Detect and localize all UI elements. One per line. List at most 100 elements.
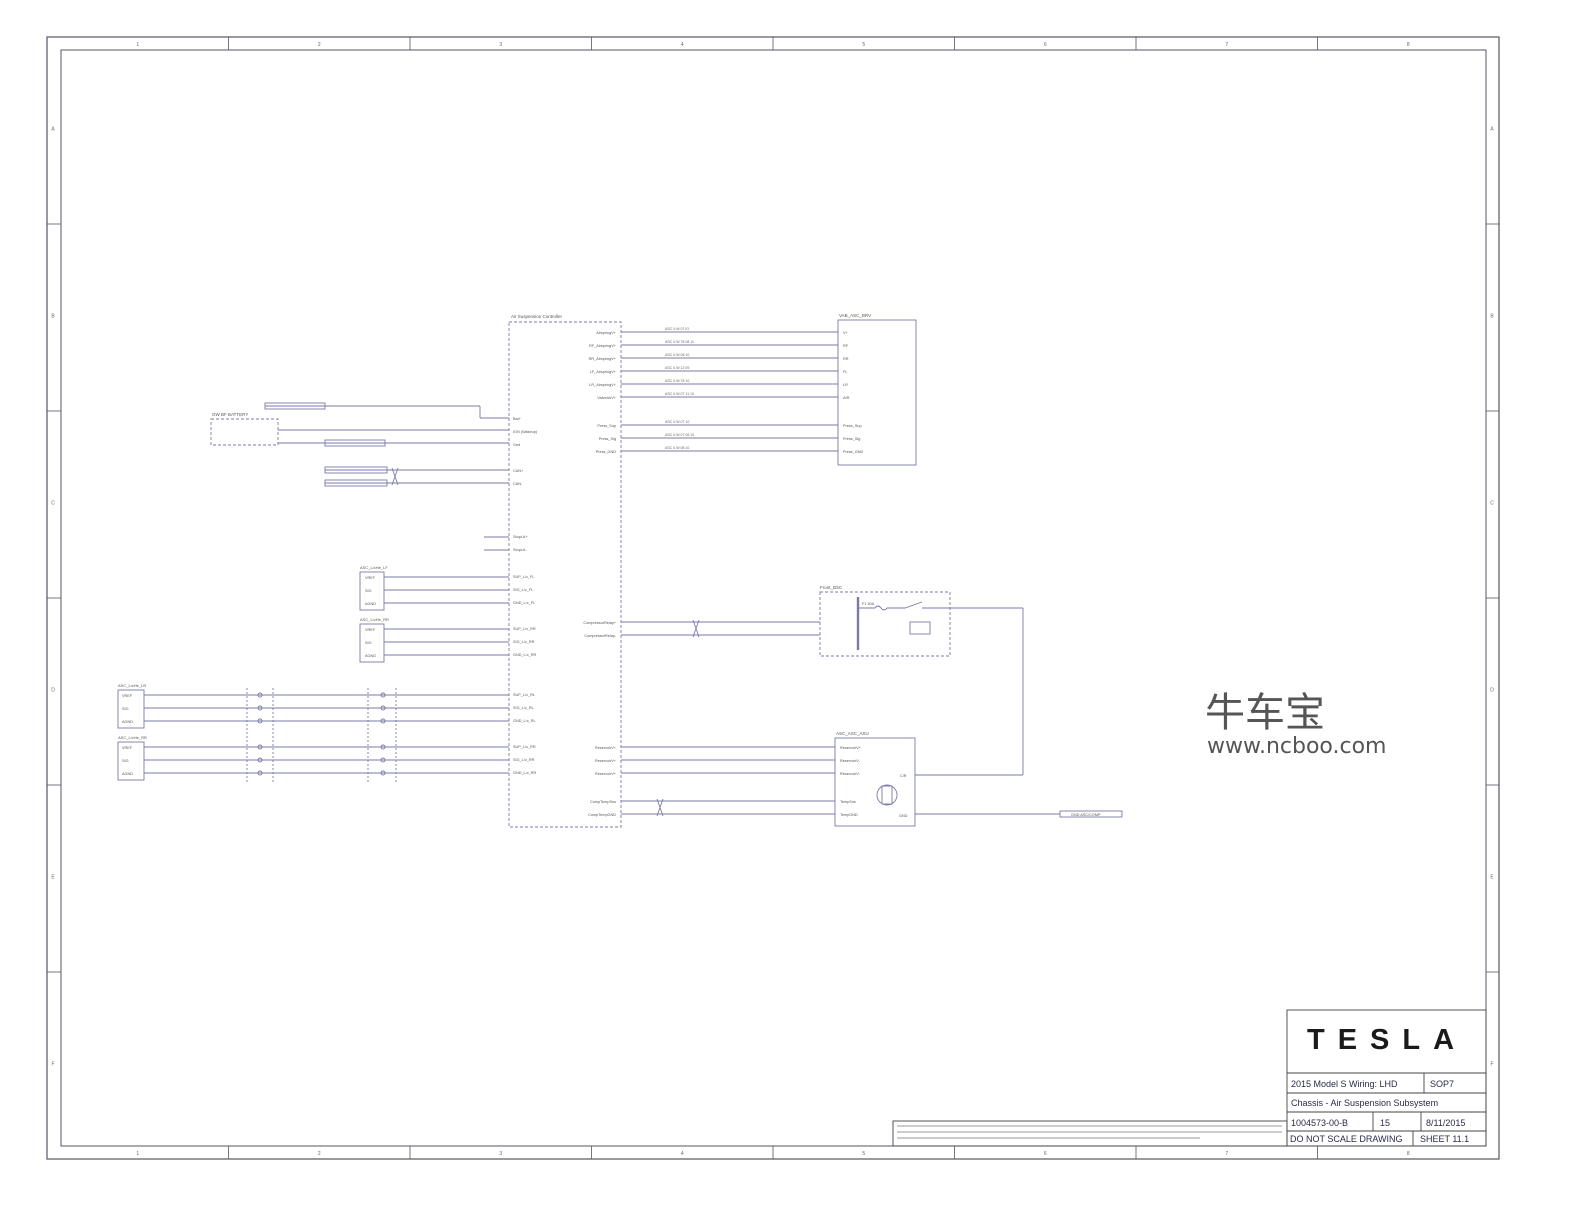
height-sensor-lr: ASC_L/cHe_LR VREF SIG AGND [117, 683, 509, 729]
relay-box [819, 591, 951, 657]
motor-gnd-label: GND [899, 814, 908, 818]
svg-text:AGND: AGND [365, 654, 376, 658]
title-block-frame [892, 1009, 1487, 1147]
valve-block-title: VAB_ASC_BRV [839, 313, 871, 318]
row-label: F [51, 1062, 54, 1068]
svg-text:ASC 0-W 08 10: ASC 0-W 08 10 [665, 353, 689, 357]
valve-signal-5: ValveAirV+ [597, 396, 616, 400]
svg-text:CAN+: CAN+ [513, 469, 524, 473]
pressure-signal-1: Press_Sig [599, 437, 616, 441]
column-label: 1 [136, 1151, 139, 1157]
valve-signal-4: LR_AirspringV+ [589, 383, 616, 387]
svg-text:RF: RF [843, 344, 849, 348]
relay-signal-0: CompressorRelay+ [583, 621, 616, 625]
svg-text:FL: FL [843, 370, 847, 374]
svg-text:ASC_L/cHe_LF: ASC_L/cHe_LF [360, 565, 388, 570]
svg-text:SIG: SIG [122, 759, 129, 763]
comp-signal-3: CompTempSns [590, 800, 616, 804]
height-sensor-rr2: ASC_L/cHe_RR VREF SIG AGND [117, 735, 509, 781]
part-number: 1004573-00-B [1291, 1118, 1349, 1128]
sheet-number: SHEET 11.1 [1420, 1134, 1470, 1144]
row-label: A [1490, 127, 1494, 133]
svg-text:ReservoirV-: ReservoirV- [840, 759, 861, 763]
motor-label: C/R [900, 774, 907, 778]
svg-text:SIG_L/c_RR: SIG_L/c_RR [513, 640, 535, 644]
svg-text:SIG_L/c_FL: SIG_L/c_FL [513, 588, 533, 592]
row-label: F [1490, 1062, 1493, 1068]
svg-text:SUP_L/c_RR: SUP_L/c_RR [513, 745, 536, 749]
comp-signal-2: ReservoirV+ [595, 772, 617, 776]
svg-text:Press_GND: Press_GND [843, 450, 864, 454]
svg-text:LR: LR [843, 383, 848, 387]
svg-text:SIG: SIG [365, 589, 372, 593]
sheet-title: Chassis - Air Suspension Subsystem [1291, 1098, 1439, 1108]
row-label: B [1490, 314, 1494, 320]
svg-text:ASC 0-W 07 08 10: ASC 0-W 07 08 10 [665, 433, 694, 437]
svg-text:VREF: VREF [365, 576, 376, 580]
valve-wires [621, 331, 838, 452]
svg-text:SUP_L/c_RL: SUP_L/c_RL [513, 693, 535, 697]
fuse-label: F1 50A [862, 602, 875, 606]
compressor-title: ASC_ASC_ASU [836, 731, 869, 736]
svg-text:Press_Sup: Press_Sup [843, 424, 862, 428]
valve-signal-3: LF_AirspringV+ [590, 370, 617, 374]
svg-text:AGND: AGND [122, 772, 133, 776]
column-label: 1 [136, 42, 139, 48]
scale-note: DO NOT SCALE DRAWING [1290, 1134, 1403, 1144]
watermark-url: www.ncboo.com [1207, 734, 1387, 759]
svg-text:ASC_L/cHe_RR: ASC_L/cHe_RR [118, 735, 147, 740]
power-feed [264, 402, 509, 551]
valve-signal-1: RF_AirspringV+ [589, 344, 617, 348]
svg-text:TempSns: TempSns [840, 800, 856, 804]
column-label: 7 [1225, 42, 1228, 48]
svg-text:VREF: VREF [122, 694, 133, 698]
svg-text:SIG_L/c_RL: SIG_L/c_RL [513, 706, 534, 710]
column-label: 7 [1225, 1151, 1228, 1157]
compressor-pin-labels: ReservoirV+ ReservoirV- ReservoirV- Temp… [840, 746, 862, 817]
row-label: C [1490, 501, 1494, 507]
column-label: 4 [681, 42, 684, 48]
column-label: 8 [1407, 42, 1410, 48]
svg-text:IGN (Wakeup): IGN (Wakeup) [513, 430, 538, 434]
svg-text:VREF: VREF [365, 628, 376, 632]
row-label: D [51, 688, 55, 694]
relay-signal-1: CompressorRelay- [584, 634, 616, 638]
row-label: E [1490, 875, 1494, 881]
compressor-box [834, 737, 916, 827]
valve-block-box [837, 319, 917, 466]
height-sensor-fl: ASC_L/cHe_LF VREF SIG AGND [359, 565, 509, 611]
relay-title: Front_BSC [820, 585, 843, 590]
svg-text:TempGND: TempGND [840, 813, 858, 817]
column-label: 4 [681, 1151, 684, 1157]
svg-text:SUP_L/c_FL: SUP_L/c_FL [513, 575, 535, 579]
drawing-date: 8/11/2015 [1426, 1118, 1466, 1128]
svg-text:VREF: VREF [122, 746, 133, 750]
svg-text:StopLA+: StopLA+ [513, 535, 528, 539]
comp-signal-0: ReservoirV+ [595, 746, 617, 750]
inner-border [60, 49, 1487, 1147]
svg-text:Press_Sig: Press_Sig [843, 437, 860, 441]
svg-text:AIR: AIR [843, 396, 850, 400]
valve-signal-0: AirspringV+ [596, 331, 617, 335]
revision: 15 [1380, 1118, 1391, 1128]
svg-text:Bat+: Bat+ [513, 417, 522, 421]
svg-text:ASC 0-W 07 10: ASC 0-W 07 10 [665, 420, 689, 424]
valve-pin-labels: V+ RF RR FL LR AIR Press_Sup Press_Sig P… [843, 331, 864, 454]
svg-text:ASC 0-W 07 11 10: ASC 0-W 07 11 10 [665, 392, 694, 396]
controller-right-labels: AirspringV+ RF_AirspringV+ RR_AirspringV… [583, 331, 616, 817]
connector-nodes [257, 692, 386, 776]
watermark-brand: 牛车宝 [1205, 690, 1325, 736]
svg-text:ASC 0-W 08 10: ASC 0-W 08 10 [665, 446, 689, 450]
svg-text:ReservoirV+: ReservoirV+ [840, 746, 862, 750]
column-label: 8 [1407, 1151, 1410, 1157]
svg-text:GND_L/c_FL: GND_L/c_FL [513, 601, 535, 605]
air-suspension-schematic: Air Suspension Controller VAB_ASC_BRV AS… [117, 313, 1123, 828]
valve-wire-labels: ASC 0-W 07 IO ASC 0-W 78 08 11 ASC 0-W 0… [665, 327, 694, 450]
ground-label: GND ASC/COMP [1071, 813, 1101, 817]
column-label: 3 [499, 42, 502, 48]
svg-text:V+: V+ [843, 331, 849, 335]
svg-text:StopLA-: StopLA- [513, 548, 527, 552]
column-label: 3 [499, 1151, 502, 1157]
